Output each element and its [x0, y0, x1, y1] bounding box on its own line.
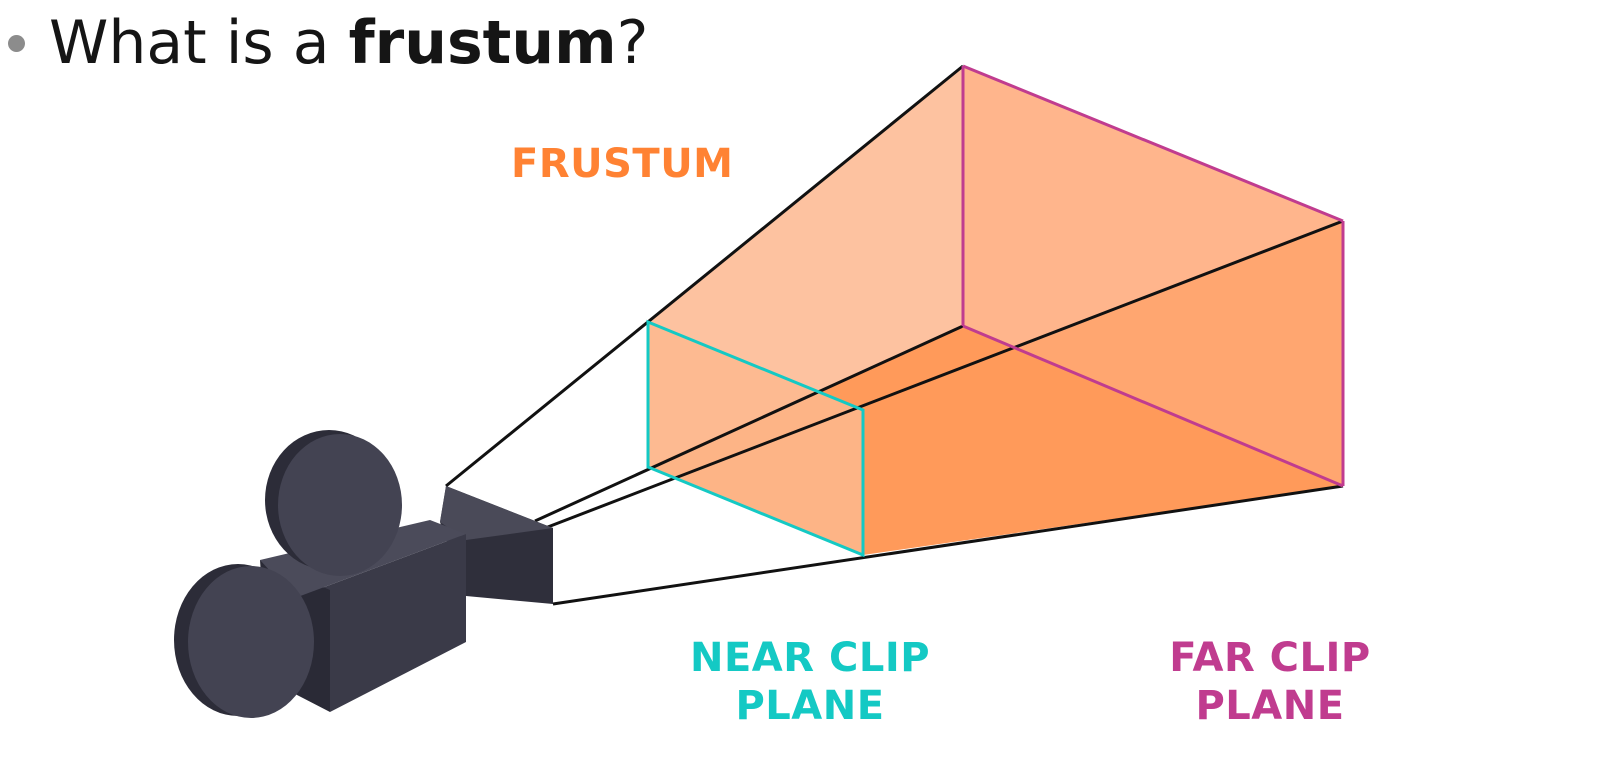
near-clip-plane	[646, 319, 865, 558]
far-clip-plane	[961, 64, 1345, 488]
heading-bold-term: frustum	[348, 8, 617, 78]
heading-suffix: ?	[616, 8, 649, 78]
frustum-label: FRUSTUM	[511, 141, 734, 187]
near-box-face	[648, 322, 863, 555]
slide-heading: What is a frustum?	[8, 8, 648, 78]
bullet-icon	[8, 34, 25, 52]
near-clip-label-line2: PLANE	[735, 683, 885, 729]
near-clip-label-line1: NEAR CLIP	[689, 635, 931, 681]
far-clip-plane-label: FAR CLIP PLANE	[1150, 634, 1390, 730]
frustum-volume	[648, 66, 1343, 555]
far-clip-label-line2: PLANE	[1195, 683, 1345, 729]
far-clip-label-line1: FAR CLIP	[1169, 635, 1371, 681]
frustum-right-face	[1018, 221, 1343, 486]
heading-text: What is a frustum?	[49, 8, 648, 78]
near-clip-plane-label: NEAR CLIP PLANE	[670, 634, 950, 730]
heading-prefix: What is a	[49, 8, 349, 78]
movie-camera-icon	[174, 430, 553, 718]
